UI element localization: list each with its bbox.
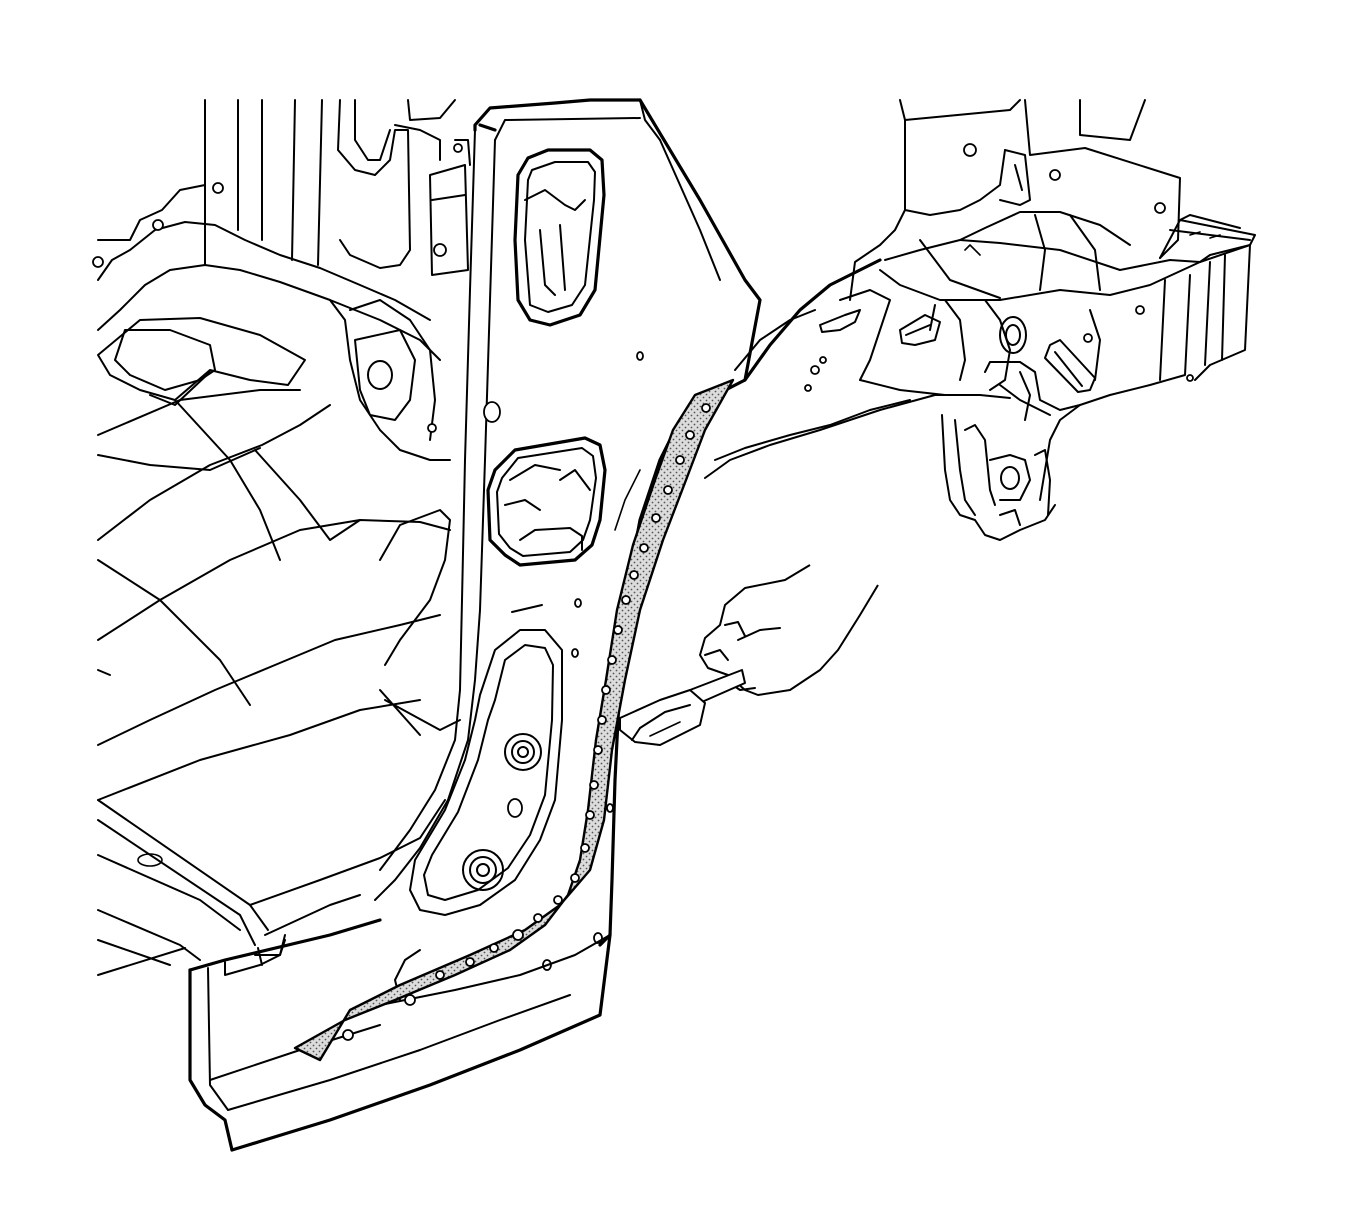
interior-fastener-holes xyxy=(92,182,437,433)
sealer-fastener-holes xyxy=(342,403,711,1041)
hand-icon xyxy=(699,564,879,696)
seam-sealer-strip xyxy=(293,378,735,1062)
center-pillar-panel xyxy=(374,98,762,1006)
rear-interior-floor-panel xyxy=(97,99,461,976)
rear-quarter-inner-structure xyxy=(704,99,1256,541)
sealer-application-brush-icon xyxy=(619,669,746,746)
rocker-sill-panel xyxy=(188,918,612,1152)
